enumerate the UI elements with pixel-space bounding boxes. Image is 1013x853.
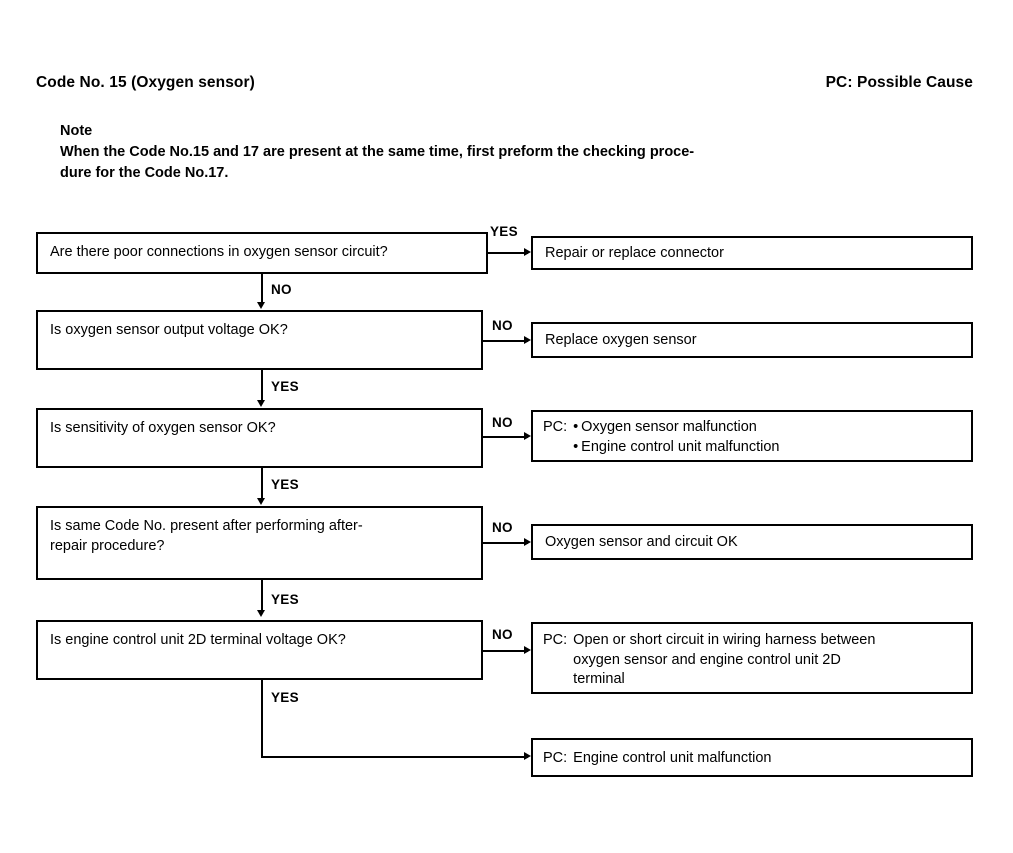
decision-box-4-text: Is same Code No. present after performin… — [50, 517, 473, 556]
result-box-5-lines: Open or short circuit in wiring harness … — [573, 631, 963, 690]
result-box-3-item-1: •Oxygen sensor malfunction — [573, 418, 963, 438]
decision-box-1-text: Are there poor connections in oxygen sen… — [50, 244, 388, 260]
result-box-2-text: Replace oxygen sensor — [545, 332, 697, 348]
arrow-4-right — [524, 538, 531, 546]
branch-label-2-right: NO — [492, 318, 513, 333]
connector-5-down — [261, 680, 263, 758]
branch-label-4-right: NO — [492, 520, 513, 535]
result-box-5-pc-label: PC: — [543, 632, 568, 648]
result-box-3-pc-label: PC: — [543, 419, 568, 435]
connector-2-down — [261, 370, 263, 402]
bullet-icon: • — [573, 438, 579, 455]
connector-final-right — [261, 756, 528, 758]
branch-label-3-down: YES — [271, 477, 299, 492]
result-box-final: PC: Engine control unit malfunction — [531, 738, 973, 777]
branch-label-3-right: NO — [492, 415, 513, 430]
decision-box-3-text: Is sensitivity of oxygen sensor OK? — [50, 420, 276, 436]
result-box-2: Replace oxygen sensor — [531, 322, 973, 358]
connector-1-down — [261, 274, 263, 304]
decision-box-3: Is sensitivity of oxygen sensor OK? — [36, 408, 483, 468]
connector-3-down — [261, 468, 263, 500]
branch-label-2-down: YES — [271, 379, 299, 394]
result-box-3-item-2: •Engine control unit malfunction — [573, 438, 963, 458]
result-box-1-text: Repair or replace connector — [545, 245, 724, 261]
branch-label-5-right: NO — [492, 627, 513, 642]
result-box-5-line-1: Open or short circuit in wiring harness … — [573, 632, 876, 648]
result-box-5-line-2: oxygen sensor and engine control unit 2D — [573, 651, 841, 668]
branch-label-4-down: YES — [271, 592, 299, 607]
branch-label-1-down: NO — [271, 282, 292, 297]
result-box-final-text: Engine control unit malfunction — [573, 750, 772, 766]
arrow-final-right — [524, 752, 531, 760]
arrow-2-down — [257, 400, 265, 407]
note-heading: Note — [60, 123, 93, 139]
connector-4-down — [261, 580, 263, 612]
page-title: Code No. 15 (Oxygen sensor) — [36, 74, 255, 91]
decision-box-4-line-2: repair procedure? — [50, 537, 165, 554]
arrow-3-down — [257, 498, 265, 505]
arrow-2-right — [524, 336, 531, 344]
result-box-final-pc-label: PC: — [543, 750, 568, 766]
decision-box-1: Are there poor connections in oxygen sen… — [36, 232, 488, 274]
note-line-2: dure for the Code No.17. — [60, 165, 229, 181]
decision-box-5: Is engine control unit 2D terminal volta… — [36, 620, 483, 680]
decision-box-4-line-1: Is same Code No. present after performin… — [50, 518, 363, 534]
connector-1-right — [488, 252, 528, 254]
connector-5-right — [483, 650, 528, 652]
connector-3-right — [483, 436, 528, 438]
connector-2-right — [483, 340, 528, 342]
result-box-4-text: Oxygen sensor and circuit OK — [545, 534, 738, 550]
result-box-3-list: •Oxygen sensor malfunction •Engine contr… — [573, 418, 963, 457]
branch-label-5-down: YES — [271, 690, 299, 705]
arrow-5-right — [524, 646, 531, 654]
arrow-1-down — [257, 302, 265, 309]
legend-possible-cause: PC: Possible Cause — [825, 74, 973, 91]
note-block: Note When the Code No.15 and 17 are pres… — [60, 121, 960, 184]
decision-box-2: Is oxygen sensor output voltage OK? — [36, 310, 483, 370]
result-box-1: Repair or replace connector — [531, 236, 973, 270]
decision-box-4: Is same Code No. present after performin… — [36, 506, 483, 580]
note-line-1: When the Code No.15 and 17 are present a… — [60, 144, 695, 160]
decision-box-2-text: Is oxygen sensor output voltage OK? — [50, 322, 288, 338]
decision-box-5-text: Is engine control unit 2D terminal volta… — [50, 632, 346, 648]
arrow-4-down — [257, 610, 265, 617]
result-box-3: PC: •Oxygen sensor malfunction •Engine c… — [531, 410, 973, 462]
arrow-1-right — [524, 248, 531, 256]
bullet-icon: • — [573, 419, 579, 435]
result-box-5: PC: Open or short circuit in wiring harn… — [531, 622, 973, 694]
connector-4-right — [483, 542, 528, 544]
branch-label-1-right: YES — [490, 224, 518, 239]
result-box-4: Oxygen sensor and circuit OK — [531, 524, 973, 560]
arrow-3-right — [524, 432, 531, 440]
result-box-5-line-3: terminal — [573, 671, 625, 687]
